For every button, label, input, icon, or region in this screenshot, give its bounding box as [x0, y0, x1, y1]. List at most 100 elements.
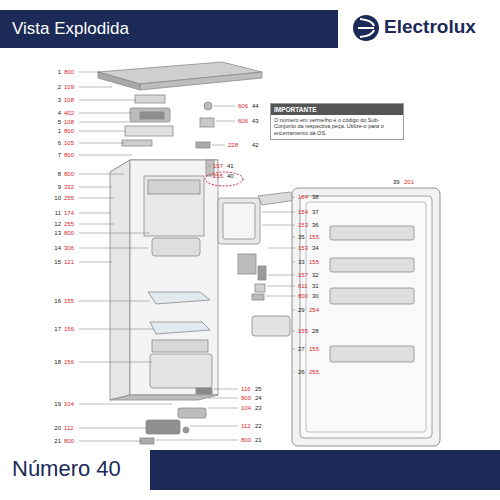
part-code: 800	[241, 395, 251, 401]
part-code: 254	[309, 307, 319, 313]
part-code: 800	[241, 437, 251, 443]
leader-line	[79, 329, 154, 330]
part-code: 174	[64, 210, 74, 216]
leader-line	[292, 349, 295, 350]
callout-number: 3	[58, 97, 61, 103]
part-code: 121	[64, 259, 74, 265]
leader-line	[292, 197, 295, 198]
leader-line	[79, 262, 112, 263]
callout-number: 7	[58, 152, 61, 158]
callout-number: 40	[227, 173, 234, 179]
callout-number: 29	[298, 307, 305, 313]
part-code: 800	[64, 152, 74, 158]
callout-number: 17	[54, 326, 61, 332]
leader-line	[79, 224, 114, 225]
part-code: 306	[64, 245, 74, 251]
part-code: 155	[309, 346, 319, 352]
note-body: O número em vermelho é o código do Sub-C…	[271, 115, 403, 139]
part-code: 164	[298, 194, 308, 200]
leader-line	[266, 296, 295, 297]
part-code: 112	[64, 425, 74, 431]
callout-number: 36	[312, 222, 319, 228]
footer-band	[150, 450, 500, 490]
title: Vista Explodida	[12, 20, 129, 37]
leader-line	[208, 408, 238, 409]
callout-number: 30	[312, 293, 319, 299]
part-code: 153	[298, 222, 308, 228]
leader-line	[79, 87, 112, 88]
leader-line	[79, 198, 114, 199]
part-code: 157	[213, 163, 223, 169]
part-code: 228	[228, 142, 238, 148]
leader-lines	[79, 72, 295, 441]
callout-number: 12	[54, 221, 61, 227]
callout-number: 10	[54, 195, 61, 201]
part-code: 153	[298, 245, 308, 251]
callout-number: 23	[255, 405, 262, 411]
leader-line	[79, 233, 150, 234]
caption: Número 40	[12, 458, 121, 480]
part-code: 116	[241, 386, 251, 392]
callout-number: 9	[58, 184, 61, 190]
part-code: 606	[238, 118, 248, 124]
part-code: 800	[298, 293, 308, 299]
part-code: 606	[238, 103, 248, 109]
part-code: 800	[64, 438, 74, 444]
leader-line	[292, 262, 295, 263]
fridge-illustration	[98, 62, 440, 446]
part-code: 201	[404, 179, 414, 185]
part-code: 156	[64, 359, 74, 365]
part-code: 402	[64, 110, 74, 116]
callout-number: 27	[298, 346, 305, 352]
callout-number: 41	[227, 163, 234, 169]
note-heading: IMPORTANTE	[271, 104, 403, 115]
part-code: 157	[298, 272, 308, 278]
callout-number: 1	[58, 69, 61, 75]
title-band	[0, 10, 338, 48]
leader-line	[79, 72, 100, 73]
leader-line	[79, 213, 111, 214]
callout-number: 19	[54, 401, 61, 407]
callout-number: 21	[255, 437, 262, 443]
leader-line	[292, 331, 295, 332]
callout-number: 38	[312, 194, 319, 200]
leader-line	[79, 131, 126, 132]
brand-logo: Electrolux	[384, 17, 476, 36]
leader-line	[79, 404, 172, 405]
leader-line	[214, 106, 235, 107]
callout-number: 39	[393, 179, 400, 185]
leader-line	[79, 441, 142, 442]
leader-line	[294, 372, 295, 373]
part-code: 255	[64, 195, 74, 201]
leader-line	[79, 155, 132, 156]
leader-line	[208, 166, 210, 167]
leader-line	[216, 121, 235, 122]
leader-line	[79, 113, 132, 114]
callout-number: 25	[255, 386, 262, 392]
callout-number: 31	[312, 283, 319, 289]
callout-number: 32	[312, 272, 319, 278]
leader-line	[268, 275, 295, 276]
part-code: 255	[309, 369, 319, 375]
leader-line	[79, 362, 152, 363]
callout-number: 18	[54, 359, 61, 365]
part-code: 800	[64, 171, 74, 177]
leader-line	[79, 174, 124, 175]
highlight-circle	[205, 172, 243, 186]
leader-line	[79, 187, 112, 188]
note-box: IMPORTANTEO número em vermelho é o códig…	[270, 103, 404, 140]
callout-number: 14	[54, 245, 61, 251]
callout-number: 42	[252, 142, 259, 148]
leader-line	[292, 237, 295, 238]
part-code: 800	[64, 230, 74, 236]
leader-line	[79, 248, 148, 249]
leader-line	[79, 301, 150, 302]
callout-number: 13	[54, 230, 61, 236]
part-code: 155	[309, 259, 319, 265]
leader-line	[214, 389, 238, 390]
leader-line	[79, 100, 136, 101]
part-code: 104	[241, 405, 251, 411]
callout-number: 34	[312, 245, 319, 251]
leader-line	[208, 398, 238, 399]
part-code: 108	[64, 119, 74, 125]
